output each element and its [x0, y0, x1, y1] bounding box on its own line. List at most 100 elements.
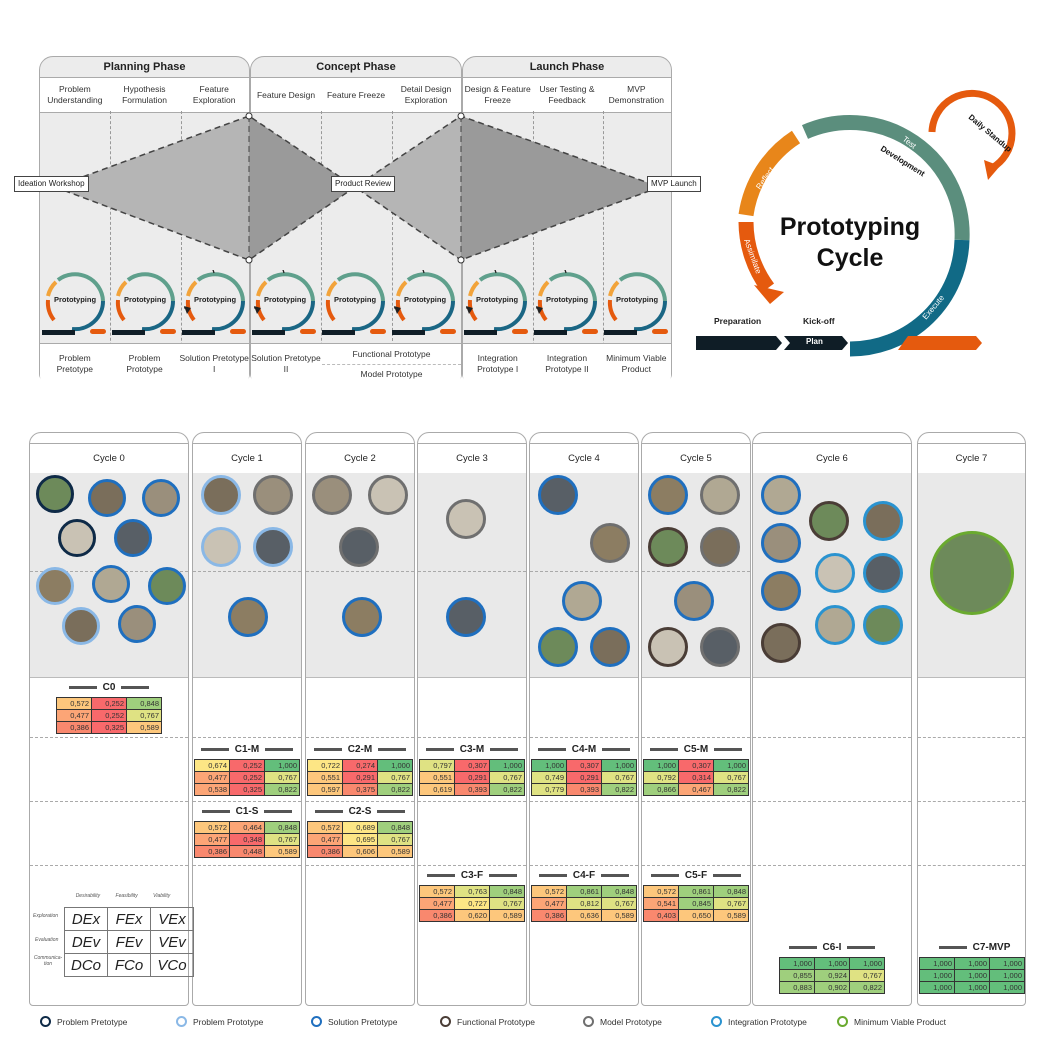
matrix-cell: 0,674 — [194, 759, 230, 772]
prototype-photo — [228, 597, 268, 637]
matrix-cell: 0,477 — [194, 771, 230, 784]
matrix-cell: 0,883 — [779, 981, 815, 994]
matrix-cell: 0,464 — [229, 821, 265, 834]
matrix-cell: 0,252 — [91, 709, 127, 722]
prototype-photo — [648, 627, 688, 667]
cycle-header: Cycle 3 — [418, 443, 526, 475]
matrix-cell: 0,393 — [566, 783, 602, 796]
output: Solution Pretotype II — [251, 353, 321, 374]
matrix-cell: 0,541 — [643, 897, 679, 910]
matrix-cell: 0,848 — [713, 885, 749, 898]
circle-icon — [583, 1016, 594, 1027]
legend-item: Functional Prototype — [440, 1016, 535, 1027]
key-col: Viability — [153, 893, 171, 899]
matrix-cell: 0,606 — [342, 845, 378, 858]
matrix-cell: 1,000 — [713, 759, 749, 772]
matrix-cell: 0,572 — [531, 885, 567, 898]
prototype-photo — [700, 627, 740, 667]
matrix-cell: 0,722 — [307, 759, 343, 772]
prototype-photo — [339, 527, 379, 567]
step: Feature Design — [256, 89, 316, 100]
output: Solution Pretotype I — [179, 353, 249, 374]
matrix-cell: 0,572 — [56, 697, 92, 710]
matrix-cell: 0,325 — [91, 721, 127, 734]
matrix-cell: 0,375 — [342, 783, 378, 796]
matrix-cell: 0,589 — [264, 845, 300, 858]
prototype-photos — [306, 473, 414, 678]
matrix-cell: 0,822 — [601, 783, 637, 796]
cycle-header: Cycle 7 — [918, 443, 1025, 475]
legend-item: Minimum Viable Product — [837, 1016, 946, 1027]
mini-prototyping-cycle: Prototyping — [606, 270, 668, 332]
matrix-cell: 0,551 — [419, 771, 455, 784]
matrix-cell: 0,822 — [713, 783, 749, 796]
matrix-cell: 0,767 — [377, 833, 413, 846]
cycle-header: Cycle 1 — [193, 443, 301, 475]
mini-cycle-label: Prototyping — [615, 295, 659, 304]
mini-cycle-label: Prototyping — [403, 295, 447, 304]
matrix-cell: 1,000 — [989, 981, 1025, 994]
matrix-title: C2-S — [306, 805, 414, 819]
legend-label: Problem Pretotype — [57, 1016, 128, 1027]
prototype-photo — [815, 553, 855, 593]
matrix-cell: 0,695 — [342, 833, 378, 846]
matrix-cell: 0,763 — [454, 885, 490, 898]
prototype-photo — [863, 605, 903, 645]
matrix-title: C0 — [30, 681, 188, 695]
prototype-photo — [62, 607, 100, 645]
prototype-photo — [700, 475, 740, 515]
circle-icon — [711, 1016, 722, 1027]
matrix-cell: 1,000 — [531, 759, 567, 772]
key-cell: DEx — [64, 907, 108, 931]
legend-item: Problem Prototype — [176, 1016, 263, 1027]
matrix-cell: 0,291 — [566, 771, 602, 784]
matrix-cell: 0,848 — [377, 821, 413, 834]
matrix-cell: 0,902 — [814, 981, 850, 994]
matrix-cell: 0,307 — [454, 759, 490, 772]
legend-item: Solution Pretotype — [311, 1016, 397, 1027]
circle-icon — [440, 1016, 451, 1027]
matrix-cell: 0,767 — [489, 897, 525, 910]
mini-prototyping-cycle: Prototyping — [368, 251, 456, 332]
matrix-cell: 0,812 — [566, 897, 602, 910]
prototype-photos — [753, 473, 911, 678]
prototype-photo — [815, 605, 855, 645]
divergence-convergence-diamonds — [54, 112, 661, 264]
output: Minimum Viable Product — [606, 353, 667, 374]
matrix-cell: 0,597 — [307, 783, 343, 796]
matrix-cell: 0,848 — [126, 697, 162, 710]
phase-title: Planning Phase — [103, 61, 186, 73]
label-plan: Plan — [806, 337, 823, 346]
matrix-cell: 0,538 — [194, 783, 230, 796]
prototype-photo — [930, 531, 1014, 615]
matrix-cell: 0,386 — [307, 845, 343, 858]
matrix-title: C7-MVP — [918, 941, 1025, 963]
prototype-photos — [530, 473, 638, 678]
output: Model Prototype — [360, 368, 423, 379]
matrix-cell: 1,000 — [601, 759, 637, 772]
mini-prototyping-cycle: Prototyping — [324, 270, 386, 332]
matrix-cell: 0,291 — [342, 771, 378, 784]
matrix-cell: 1,000 — [643, 759, 679, 772]
matrix-title: C5-F — [642, 869, 750, 883]
prototype-photo — [538, 475, 578, 515]
step: Detail Design Exploration — [400, 84, 452, 105]
legend-label: Minimum Viable Product — [854, 1016, 946, 1027]
matrix-cell: 0,252 — [229, 771, 265, 784]
mini-prototyping-cycle: Prototyping — [440, 251, 528, 332]
matrix-title: C2-M — [306, 743, 414, 757]
cycle-title-line2: Cycle — [816, 244, 884, 272]
matrix-cell: 0,448 — [229, 845, 265, 858]
output: Problem Pretotype — [56, 353, 94, 374]
matrix-cell: 1,000 — [954, 957, 990, 970]
prototype-photo — [538, 627, 578, 667]
matrix-title: C3-F — [418, 869, 526, 883]
